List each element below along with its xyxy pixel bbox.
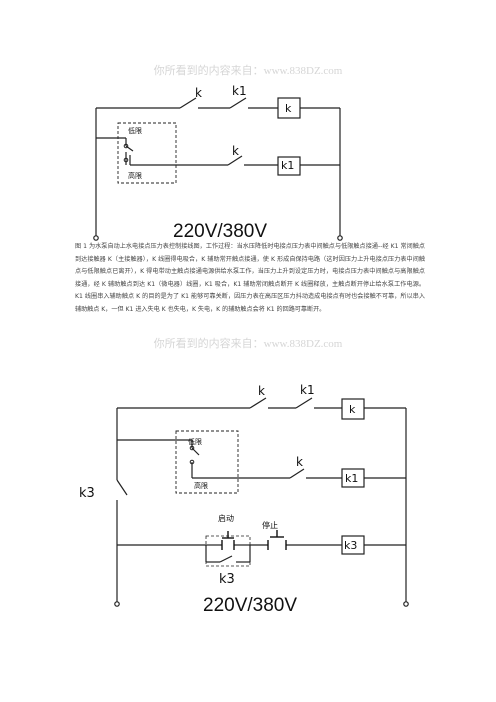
- switch-k-label: k: [195, 86, 202, 100]
- switch-k-contact-label-2: k: [296, 455, 303, 469]
- coil-k-label-2: k: [349, 403, 356, 416]
- switch-k-contact-label: k: [232, 144, 239, 158]
- coil-k3-label: k3: [344, 539, 357, 552]
- stop-button-label: 停止: [262, 520, 278, 530]
- voltage-label-2: 220V/380V: [203, 595, 297, 616]
- watermark-middle: 你所看到的内容来自：www.838DZ.com: [153, 338, 343, 350]
- high-limit-label: 高限: [128, 171, 142, 180]
- switch-k1-label-2: k1: [300, 383, 315, 397]
- coil-k1-label-2: k1: [345, 472, 358, 485]
- start-button-label: 启动: [218, 513, 234, 523]
- coil-k1-label: k1: [281, 159, 294, 172]
- watermark-top: 你所看到的内容来自：www.838DZ.com: [153, 65, 343, 77]
- low-limit-label-2: 低限: [188, 437, 202, 446]
- contact-k3-label: k3: [219, 572, 235, 587]
- high-limit-label-2: 高限: [194, 481, 208, 490]
- switch-k1-label: k1: [232, 84, 247, 98]
- low-limit-label: 低限: [128, 126, 142, 135]
- coil-k-label: k: [285, 102, 292, 115]
- figure-caption: 图 1 为水泵自动上水电接点压力表控制接线图，工作过程：当水压降低时电接点压力表…: [75, 243, 425, 313]
- voltage-label: 220V/380V: [173, 221, 267, 242]
- switch-k-label-2: k: [258, 384, 265, 398]
- switch-k3-label: k3: [79, 486, 95, 501]
